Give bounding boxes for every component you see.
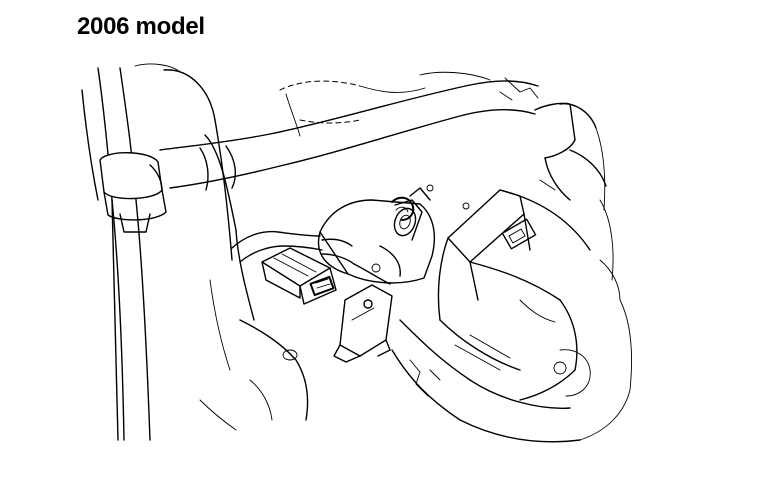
pipe-clamp bbox=[99, 152, 167, 233]
relay-module bbox=[437, 189, 591, 401]
right-frame bbox=[519, 179, 614, 397]
fasteners bbox=[371, 184, 470, 273]
right-lower-housing bbox=[391, 259, 632, 443]
model-year-title: 2006 model bbox=[77, 13, 205, 40]
background-structure bbox=[134, 63, 539, 137]
left-mount bbox=[163, 69, 255, 321]
harness-connector bbox=[261, 247, 337, 305]
upper-hose bbox=[159, 80, 539, 191]
connector-bracket bbox=[333, 284, 393, 363]
sensor-cylinder bbox=[317, 199, 436, 284]
right-upper-bracket bbox=[534, 102, 607, 211]
wire-harness bbox=[231, 230, 391, 285]
left-vertical-pipe bbox=[81, 67, 151, 441]
spring-clamp bbox=[391, 187, 431, 221]
engine-block-lower bbox=[199, 279, 309, 431]
